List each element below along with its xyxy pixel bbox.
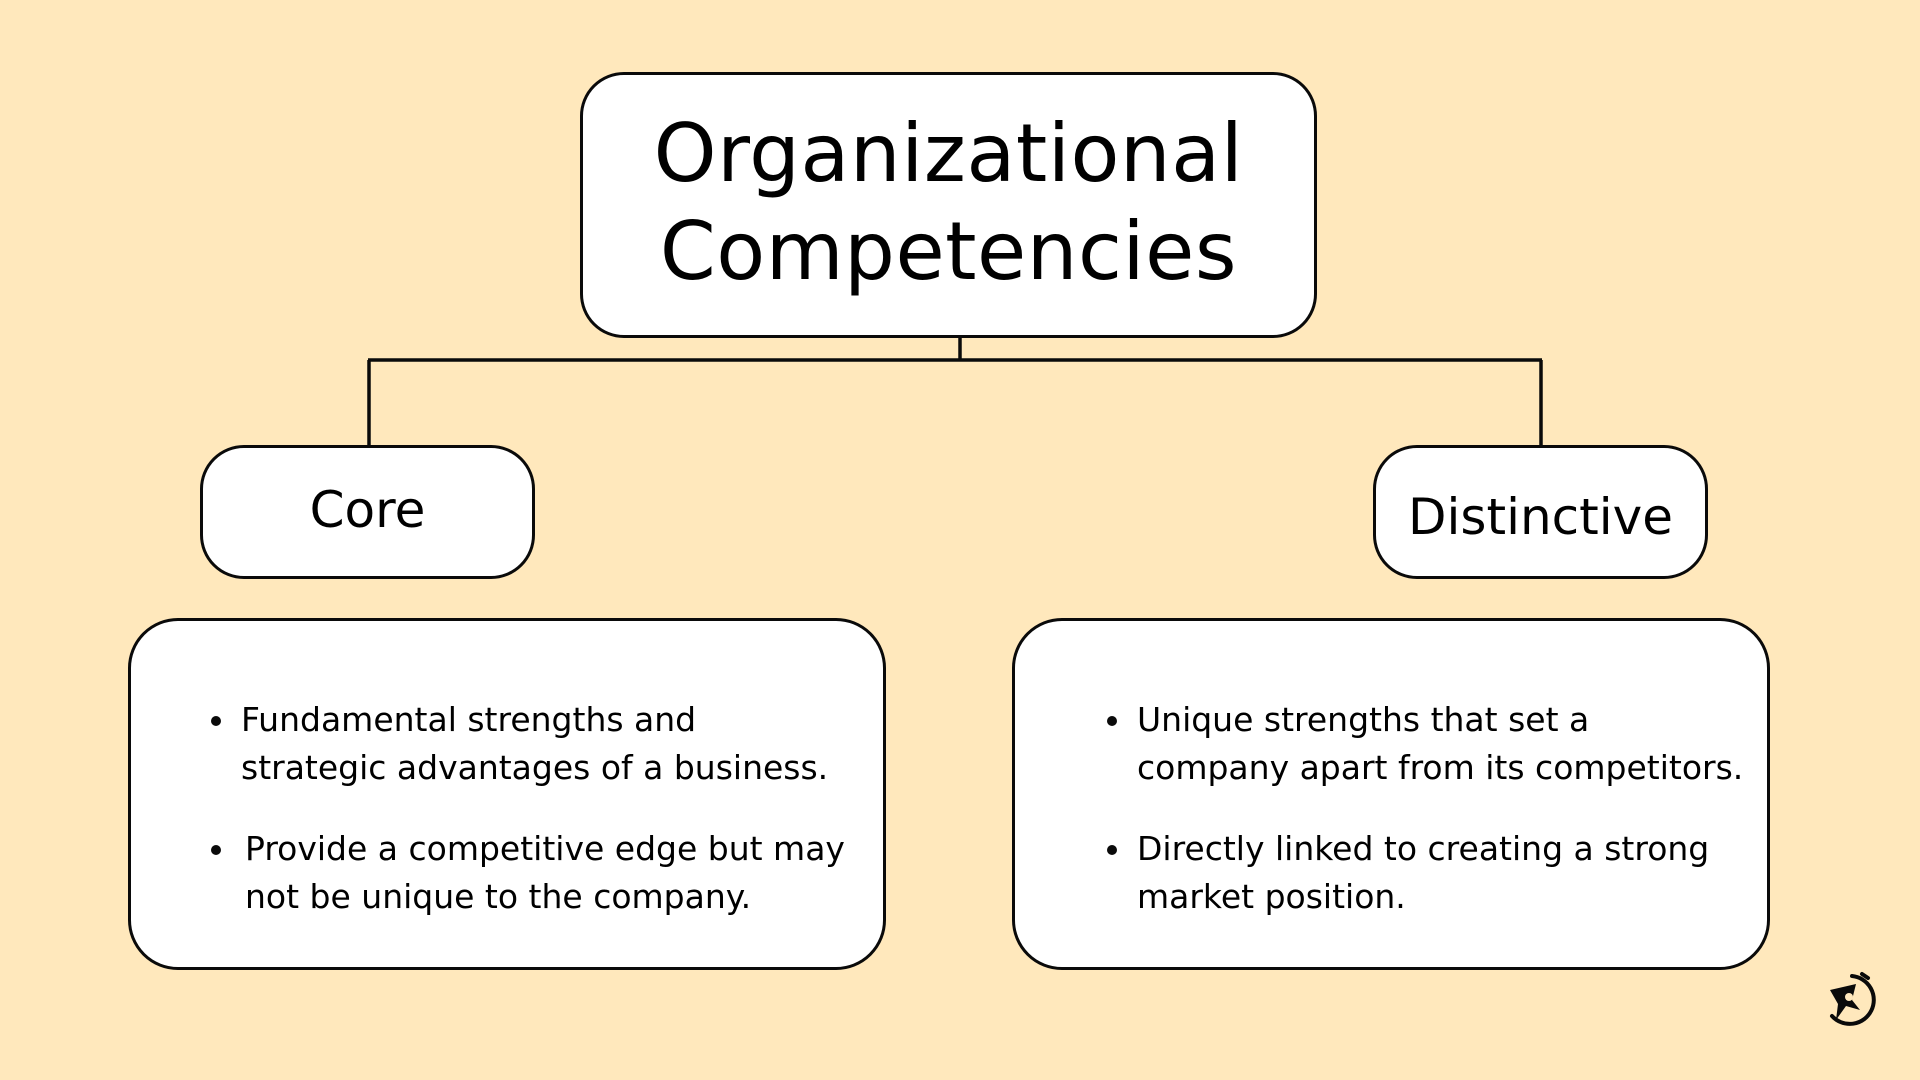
description-box-core: Fundamental strengths and strategic adva… (128, 618, 886, 970)
bullet-dot-icon (1107, 845, 1117, 855)
root-node: Organizational Competencies (580, 72, 1317, 338)
bullet-item: Fundamental strengths and strategic adva… (211, 696, 851, 792)
bullet-dot-icon (1107, 716, 1117, 726)
bullet-item: Directly linked to creating a strong mar… (1107, 825, 1747, 921)
bullet-list-core: Fundamental strengths and strategic adva… (211, 696, 851, 954)
bullet-text: Unique strengths that set a company apar… (1137, 700, 1744, 787)
bullet-list-distinctive: Unique strengths that set a company apar… (1107, 696, 1747, 954)
bullet-text: Directly linked to creating a strong mar… (1137, 829, 1710, 916)
category-label-distinctive: Distinctive (1408, 488, 1673, 546)
rocket-badge-icon (1830, 972, 1876, 1026)
bullet-text: Fundamental strengths and strategic adva… (241, 700, 829, 787)
bullet-text: Provide a competitive edge but may not b… (245, 829, 845, 916)
category-node-core: Core (200, 445, 535, 579)
bullet-item: Unique strengths that set a company apar… (1107, 696, 1747, 792)
bullet-dot-icon (211, 716, 221, 726)
bullet-dot-icon (211, 845, 221, 855)
diagram-title: Organizational Competencies (653, 107, 1244, 298)
category-label-core: Core (309, 481, 426, 539)
category-node-distinctive: Distinctive (1373, 445, 1708, 579)
bullet-item: Provide a competitive edge but may not b… (211, 825, 851, 921)
description-box-distinctive: Unique strengths that set a company apar… (1012, 618, 1770, 970)
